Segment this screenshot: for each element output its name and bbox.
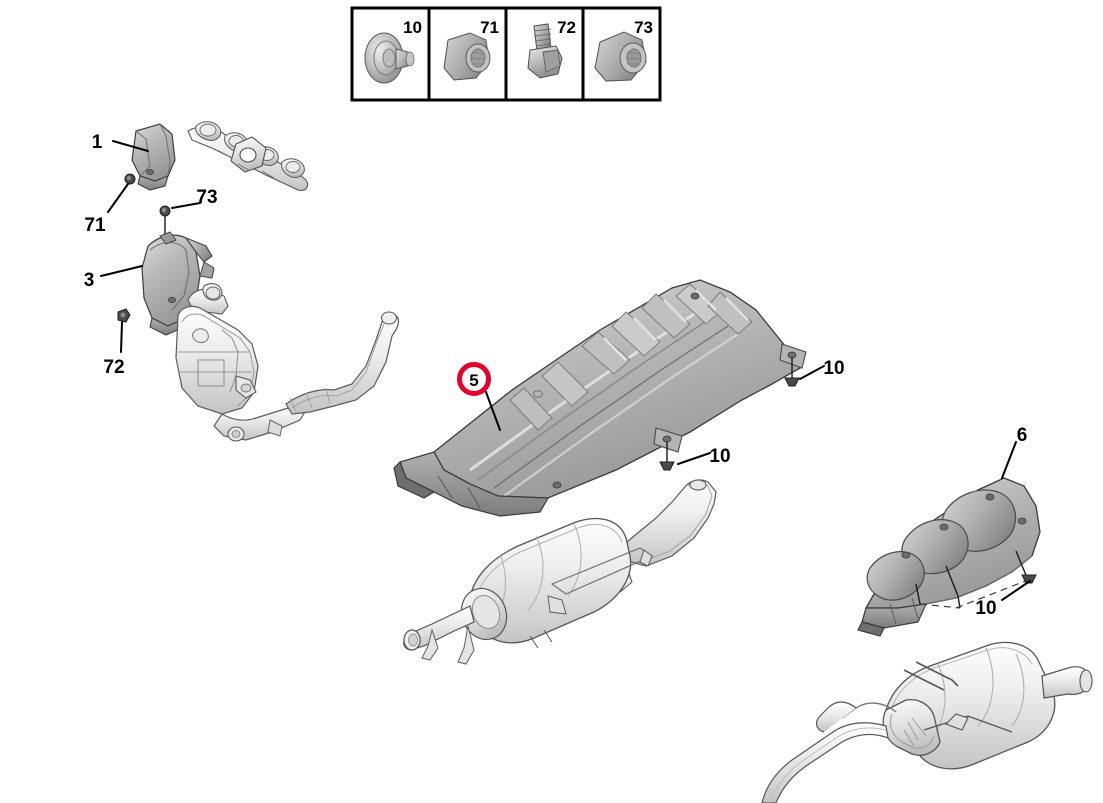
callout-label-3: 3 [84, 270, 95, 291]
fastener-washer-bolt-lower-center [659, 442, 675, 471]
legend-icon-hex-flange-screw-icon [527, 23, 563, 79]
callout-label-6: 6 [1017, 425, 1028, 446]
callout-label-73: 73 [196, 187, 217, 208]
callout-label-5: 5 [469, 371, 478, 390]
part-main-underfloor-heat-shield [393, 279, 807, 517]
callout-label-72: 72 [103, 357, 124, 378]
callout-label-10-a: 10 [823, 358, 844, 379]
callout-label-1: 1 [92, 132, 103, 153]
component-centre-silencer-particulate-filter [403, 479, 717, 665]
fastener-flange-nut-71 [124, 173, 136, 185]
legend-number-72: 72 [557, 18, 576, 37]
callout-label-71: 71 [84, 215, 106, 236]
fastener-washer-bolt-rear-shield [1021, 574, 1037, 584]
callout-labels: 1 71 73 3 72 5 10 10 6 10 [84, 132, 1028, 619]
part-rear-silencer-heat-shield [857, 477, 1041, 637]
rear-shield-fixing-dimension-lines [915, 550, 1037, 609]
fastener-hex-flange-screw-72 [117, 308, 131, 323]
component-catalytic-converter-dpf-assembly [175, 283, 400, 442]
component-rear-silencer-muffler [761, 641, 1093, 803]
fastener-washer-bolt-upper-right [784, 358, 800, 387]
legend-icon-washer-bolt-icon [364, 32, 415, 84]
part-exhaust-manifold-heat-shield [131, 123, 176, 191]
legend-number-10: 10 [403, 18, 422, 37]
legend-number-73: 73 [634, 18, 653, 37]
callout-label-10-c: 10 [975, 598, 996, 619]
callout-leader-lines [100, 140, 1031, 601]
legend-numbers: 10 71 72 73 [403, 18, 653, 37]
legend-number-71: 71 [480, 18, 499, 37]
legend-icon-flange-nut-icon [443, 32, 491, 81]
part-catalytic-converter-heat-shield [141, 231, 215, 336]
fastener-legend-box [350, 6, 662, 102]
component-exhaust-manifold [187, 121, 309, 191]
selected-part-highlight-badge[interactable] [457, 362, 491, 396]
legend-icon-flange-nut-large-icon [594, 31, 647, 82]
callout-label-10-b: 10 [709, 446, 730, 467]
